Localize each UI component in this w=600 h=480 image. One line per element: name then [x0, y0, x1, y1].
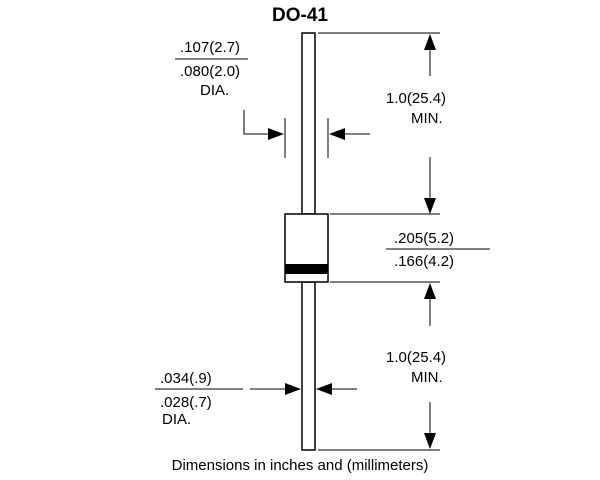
bottom-lead: [301, 281, 316, 451]
lead-dia-min: .080(2.0): [180, 63, 241, 80]
top-lead-arrow-up: [424, 34, 436, 50]
body-dia-arrow-left: [268, 128, 284, 140]
lead-dia-max: .107(2.7): [180, 39, 241, 56]
body-length-min: .166(4.2): [394, 253, 455, 270]
units-footnote: Dimensions in inches and (millimeters): [171, 457, 429, 474]
bottom-lead-arrow-up: [424, 283, 436, 299]
top-lead-length-suffix: MIN.: [411, 110, 443, 127]
top-lead-arrow-down: [424, 198, 436, 214]
wire-dia-min: .028(.7): [160, 394, 212, 411]
body-dia-leader: [243, 110, 270, 135]
wire-dia-arrow-left: [285, 383, 301, 395]
body-length-max: .205(5.2): [394, 230, 455, 247]
bottom-lead-length-suffix: MIN.: [411, 369, 443, 386]
body-dia-arrow-right: [329, 128, 345, 140]
wire-dia-max: .034(.9): [160, 370, 212, 387]
cathode-band: [285, 264, 328, 274]
wire-dia-suffix: DIA.: [162, 411, 192, 428]
bottom-lead-length-value: 1.0(25.4): [386, 349, 447, 366]
top-lead-length-value: 1.0(25.4): [386, 90, 447, 107]
lead-dia-suffix: DIA.: [200, 82, 230, 99]
top-lead: [301, 32, 316, 215]
package-title: DO-41: [272, 5, 328, 26]
bottom-lead-arrow-down: [424, 433, 436, 449]
wire-dia-arrow-right: [316, 383, 332, 395]
